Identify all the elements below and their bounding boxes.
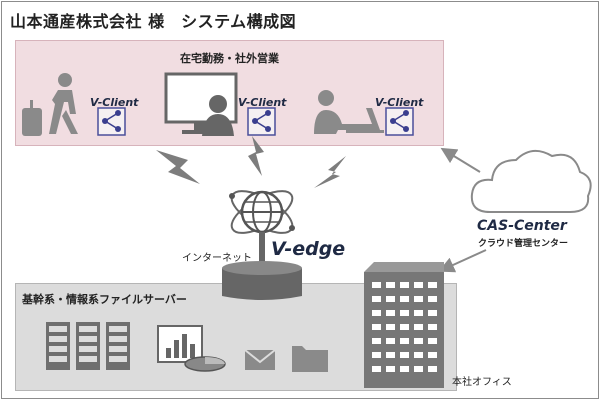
laptop-user-icon xyxy=(314,90,384,134)
share-icon xyxy=(385,107,414,136)
share-icon xyxy=(97,107,126,136)
cloud-icon xyxy=(470,149,592,213)
lightning-icon xyxy=(156,150,200,184)
cas-center-subtitle: クラウド管理センター xyxy=(478,239,569,249)
lightning-icon xyxy=(248,136,264,176)
lightning-icon xyxy=(314,156,346,188)
vclient-label-1: V-Client xyxy=(90,96,139,109)
share-icon xyxy=(247,107,276,136)
office-building-icon xyxy=(364,262,444,388)
chart-icon xyxy=(157,325,226,372)
remote-work-zone-label: 在宅勤務・社外営業 xyxy=(180,52,279,65)
internet-label: インターネット xyxy=(182,253,252,264)
cas-to-office-arrow xyxy=(438,249,487,273)
walking-traveler-icon xyxy=(22,73,78,136)
mail-icon xyxy=(244,349,276,370)
server-rack-icon xyxy=(46,322,130,370)
vedge-label: V-edge xyxy=(271,238,346,260)
cas-center-label: CAS-Center xyxy=(477,218,567,234)
globe-icon xyxy=(222,190,302,300)
folder-icon xyxy=(292,346,328,372)
monitor-user-icon xyxy=(164,72,238,136)
server-zone-label: 基幹系・情報系ファイルサーバー xyxy=(22,293,187,306)
cas-to-remote-arrow xyxy=(440,147,481,173)
office-label: 本社オフィス xyxy=(452,377,512,388)
vclient-label-2: V-Client xyxy=(238,96,287,109)
page-title: 山本通産株式会社 様 システム構成図 xyxy=(10,12,297,31)
vclient-label-3: V-Client xyxy=(375,96,424,109)
